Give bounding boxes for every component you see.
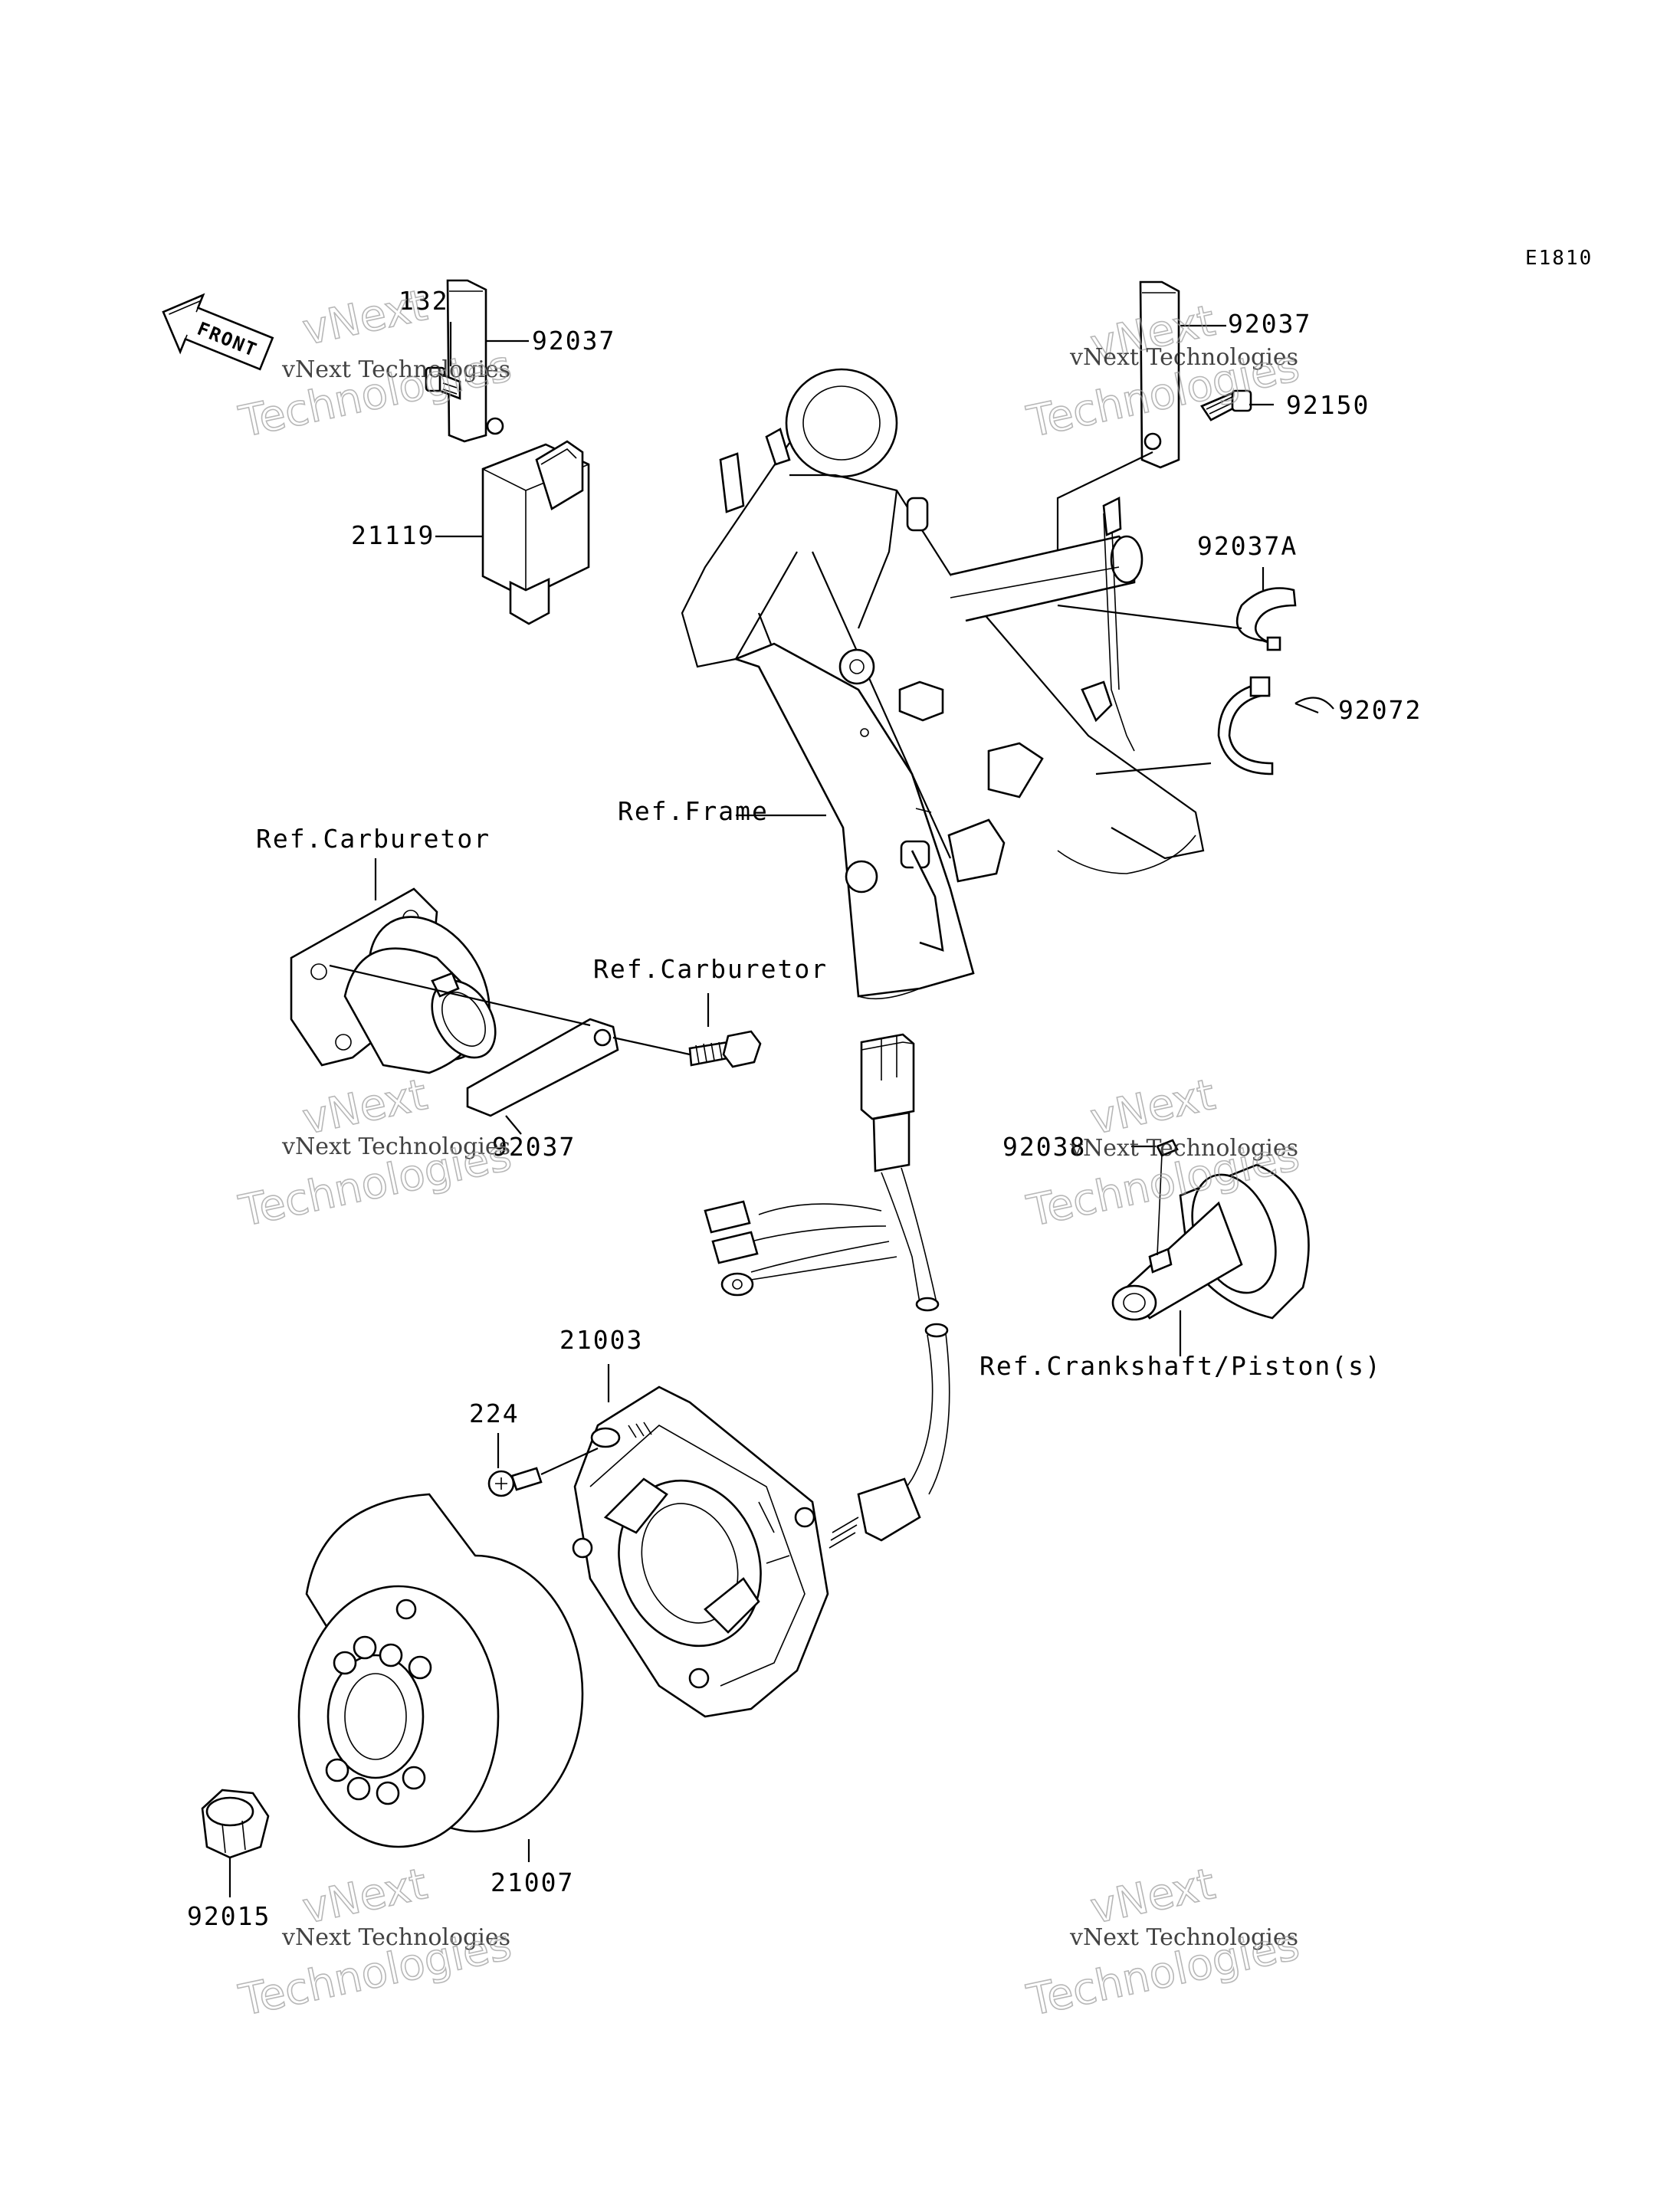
svg-text:vNext Technologies: vNext Technologies [281,356,510,383]
label-ref-carburetor-left: Ref.Carburetor [256,824,491,854]
svg-text:vNext Technologies: vNext Technologies [281,1133,510,1160]
label-92072: 92072 [1338,695,1422,725]
stator-harness [704,1033,950,1549]
svg-text:vNext Technologies: vNext Technologies [281,1924,510,1951]
svg-text:vNext: vNext [1086,1859,1219,1934]
band-92072 [1095,676,1334,776]
svg-text:vNext: vNext [298,280,431,356]
label-ref-carburetor-bolt: Ref.Carburetor [593,954,828,984]
label-92037a: 92037A [1197,531,1298,561]
bracket-92037-mid [329,964,619,1135]
label-21003: 21003 [559,1325,643,1355]
label-21119: 21119 [351,520,435,550]
label-92150: 92150 [1286,390,1370,420]
label-ref-crankshaft: Ref.Crankshaft/Piston(s) [979,1351,1382,1381]
svg-text:vNext: vNext [298,1859,431,1934]
front-arrow-icon: FRONT [162,293,274,371]
bracket-92037-right [1056,280,1274,550]
crankshaft-ref [1111,1139,1310,1356]
label-132: 132 [399,286,449,316]
flywheel-21007 [297,1493,584,1862]
label-92037-top-right: 92037 [1228,309,1311,339]
watermark-6: vNext vNext Technologies Technologies [1022,1858,1304,2026]
carburetor-bolt [612,993,762,1068]
cdi-unit-21119 [425,279,590,625]
nut-92015 [201,1789,270,1897]
stator-21003 [572,1364,829,1718]
svg-text:vNext Technologies: vNext Technologies [1069,1924,1298,1951]
label-92037-mid: 92037 [492,1132,576,1162]
label-21007: 21007 [491,1867,574,1897]
label-92015: 92015 [187,1901,271,1931]
label-92037-top-left: 92037 [532,326,615,356]
svg-text:vNext Technologies: vNext Technologies [1069,344,1298,371]
svg-text:vNext Technologies: vNext Technologies [1069,1135,1298,1162]
svg-text:vNext: vNext [1086,1070,1219,1145]
diagram-code: E1810 [1525,247,1593,270]
carburetor-holder-ref [290,858,497,1074]
frame-ref [681,368,1205,1000]
label-ref-frame: Ref.Frame [618,796,769,826]
clamp-92037a [1057,567,1297,651]
screw-224 [487,1433,599,1497]
label-92038: 92038 [1002,1132,1086,1162]
label-224: 224 [469,1399,520,1428]
watermark-5: vNext vNext Technologies Technologies [235,1858,517,2026]
